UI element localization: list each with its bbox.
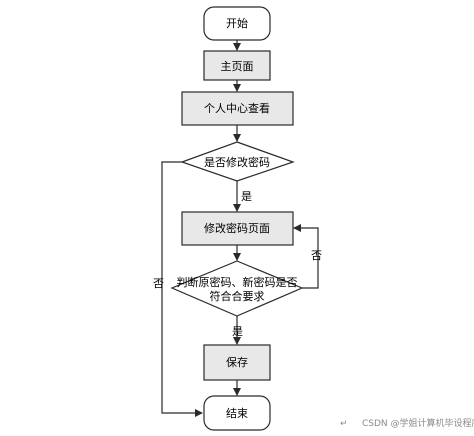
- validate-question-line1: 判断原密码、新密码是否: [177, 275, 298, 289]
- change-password-question: 是否修改密码: [204, 155, 270, 169]
- home-label: 主页面: [221, 60, 254, 73]
- edge-no-loop: [293, 224, 319, 289]
- connectors: [161, 40, 319, 417]
- edge-label-no-1: 否: [153, 277, 164, 290]
- end-label: 结束: [226, 407, 248, 420]
- start-node: 开始: [203, 6, 271, 41]
- validate-question-line2: 符合合要求: [210, 289, 265, 303]
- edge-no-end: [161, 161, 203, 417]
- save-label: 保存: [226, 355, 248, 369]
- edge-label-no-2: 否: [311, 249, 322, 262]
- profile-label: 个人中心查看: [204, 101, 270, 115]
- change-password-page-label: 修改密码页面: [204, 221, 270, 235]
- profile-node: 个人中心查看: [181, 91, 294, 126]
- edge-label-yes-2: 是: [232, 325, 243, 338]
- change-password-decision: 是否修改密码: [180, 141, 295, 182]
- save-node: 保存: [203, 344, 271, 381]
- home-node: 主页面: [203, 50, 271, 81]
- validate-decision: 判断原密码、新密码是否 符合合要求: [170, 260, 304, 317]
- start-label: 开始: [226, 16, 248, 30]
- change-password-page-node: 修改密码页面: [181, 211, 294, 246]
- edge-label-yes-1: 是: [241, 190, 252, 203]
- watermark-text: CSDN @学姐计算机毕设程序: [362, 417, 474, 429]
- watermark-return-icon: ↵: [340, 419, 348, 429]
- end-node: 结束: [203, 395, 271, 431]
